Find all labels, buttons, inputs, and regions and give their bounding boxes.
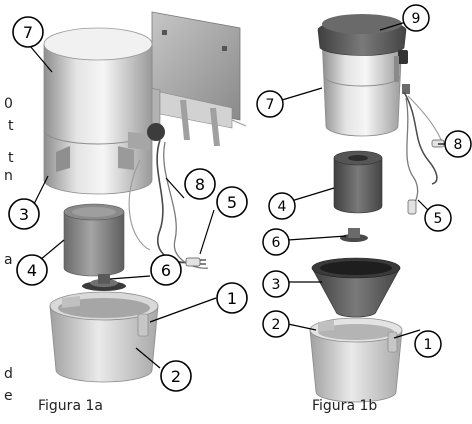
motor-unit — [43, 27, 165, 195]
edge-text-3: n — [4, 168, 13, 184]
caption-figure-1a: Figura 1a — [38, 398, 103, 414]
power-cord-b — [403, 91, 445, 215]
svg-text:7: 7 — [266, 97, 275, 113]
svg-text:6: 6 — [161, 261, 171, 280]
callout-b-9: 9 — [402, 4, 430, 32]
motor-unit-b — [317, 14, 410, 137]
container-jug — [49, 291, 159, 383]
filter-seal-b — [340, 228, 368, 242]
leader-lines-1a — [29, 45, 217, 369]
edge-text-5: d — [4, 366, 13, 382]
callout-a-2: 2 — [160, 360, 192, 392]
edge-text-2: t — [8, 150, 14, 166]
svg-text:9: 9 — [412, 11, 421, 27]
svg-text:1: 1 — [227, 289, 237, 308]
filter-seal — [82, 274, 126, 291]
callout-b-7: 7 — [256, 90, 284, 118]
container-jug-b — [309, 317, 403, 403]
svg-text:2: 2 — [171, 367, 181, 386]
svg-text:7: 7 — [23, 23, 33, 42]
callout-a-3: 3 — [8, 198, 40, 230]
callout-b-2: 2 — [262, 310, 290, 338]
callout-b-1: 1 — [414, 330, 442, 358]
leader-lines-1b — [281, 21, 446, 339]
svg-text:4: 4 — [27, 261, 37, 280]
filter-cartridge-b — [333, 150, 383, 214]
funnel — [311, 257, 401, 318]
svg-text:3: 3 — [19, 205, 29, 224]
callout-b-5: 5 — [424, 204, 452, 232]
figure-1a: 7 8 5 3 4 6 1 2 — [8, 11, 248, 392]
callout-b-3: 3 — [262, 270, 290, 298]
svg-text:8: 8 — [454, 137, 463, 153]
callout-a-7: 7 — [12, 16, 44, 48]
edge-text-0: 0 — [4, 96, 13, 112]
svg-text:2: 2 — [272, 317, 281, 333]
callout-a-1: 1 — [216, 282, 248, 314]
callout-b-6: 6 — [262, 228, 290, 256]
callout-a-4: 4 — [16, 254, 48, 286]
callout-a-5: 5 — [216, 186, 248, 218]
edge-text-1: t — [8, 118, 14, 134]
callout-b-8: 8 — [444, 130, 472, 158]
edge-text-4: a — [4, 252, 13, 268]
svg-text:3: 3 — [272, 277, 281, 293]
filter-cartridge — [63, 203, 125, 277]
caption-figure-1b: Figura 1b — [312, 398, 378, 414]
svg-text:5: 5 — [227, 193, 237, 212]
callout-a-6: 6 — [150, 254, 182, 286]
svg-text:1: 1 — [424, 337, 433, 353]
svg-text:8: 8 — [195, 175, 205, 194]
figure-1b: 9 7 8 4 5 6 3 2 — [256, 4, 472, 403]
svg-text:6: 6 — [272, 235, 281, 251]
edge-text-6: e — [4, 388, 13, 404]
callout-a-8: 8 — [184, 168, 216, 200]
svg-text:4: 4 — [278, 199, 287, 215]
svg-text:5: 5 — [434, 211, 443, 227]
callout-b-4: 4 — [268, 192, 296, 220]
